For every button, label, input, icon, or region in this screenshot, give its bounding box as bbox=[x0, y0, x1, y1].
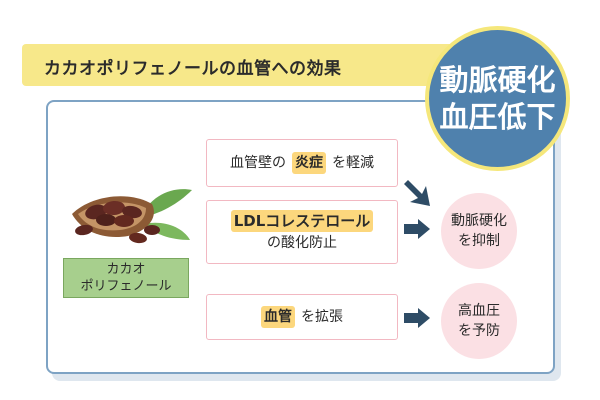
effect-prefix: 血管壁の bbox=[230, 155, 286, 171]
effect-line2: の酸化防止 bbox=[267, 235, 337, 251]
cacao-pod-icon bbox=[72, 189, 192, 244]
effect-highlight: 炎症 bbox=[292, 152, 326, 174]
result-circle-hypertension: 高血圧 を予防 bbox=[441, 283, 517, 359]
effect-box-ldl: LDLコレステロール の酸化防止 bbox=[206, 200, 398, 264]
arrow-icon-1 bbox=[404, 180, 430, 206]
arrow-icon-3 bbox=[404, 308, 430, 328]
effect-box-vessel: 血管 を拡張 bbox=[206, 294, 398, 340]
effect-suffix: を拡張 bbox=[301, 309, 343, 325]
effect-highlight: 血管 bbox=[261, 306, 295, 328]
effect-highlight: LDLコレステロール bbox=[230, 210, 374, 232]
result-circle-arteriosclerosis: 動脈硬化 を抑制 bbox=[441, 193, 517, 269]
effect-box-inflammation: 血管壁の 炎症 を軽減 bbox=[206, 139, 398, 187]
title-banner bbox=[22, 44, 492, 86]
arrow-icon-2 bbox=[404, 219, 430, 239]
source-label: カカオ ポリフェノール bbox=[63, 258, 189, 298]
page-title: カカオポリフェノールの血管への効果 bbox=[44, 59, 342, 79]
summary-badge: 動脈硬化 血圧低下 bbox=[425, 26, 570, 171]
effect-suffix: を軽減 bbox=[332, 155, 374, 171]
